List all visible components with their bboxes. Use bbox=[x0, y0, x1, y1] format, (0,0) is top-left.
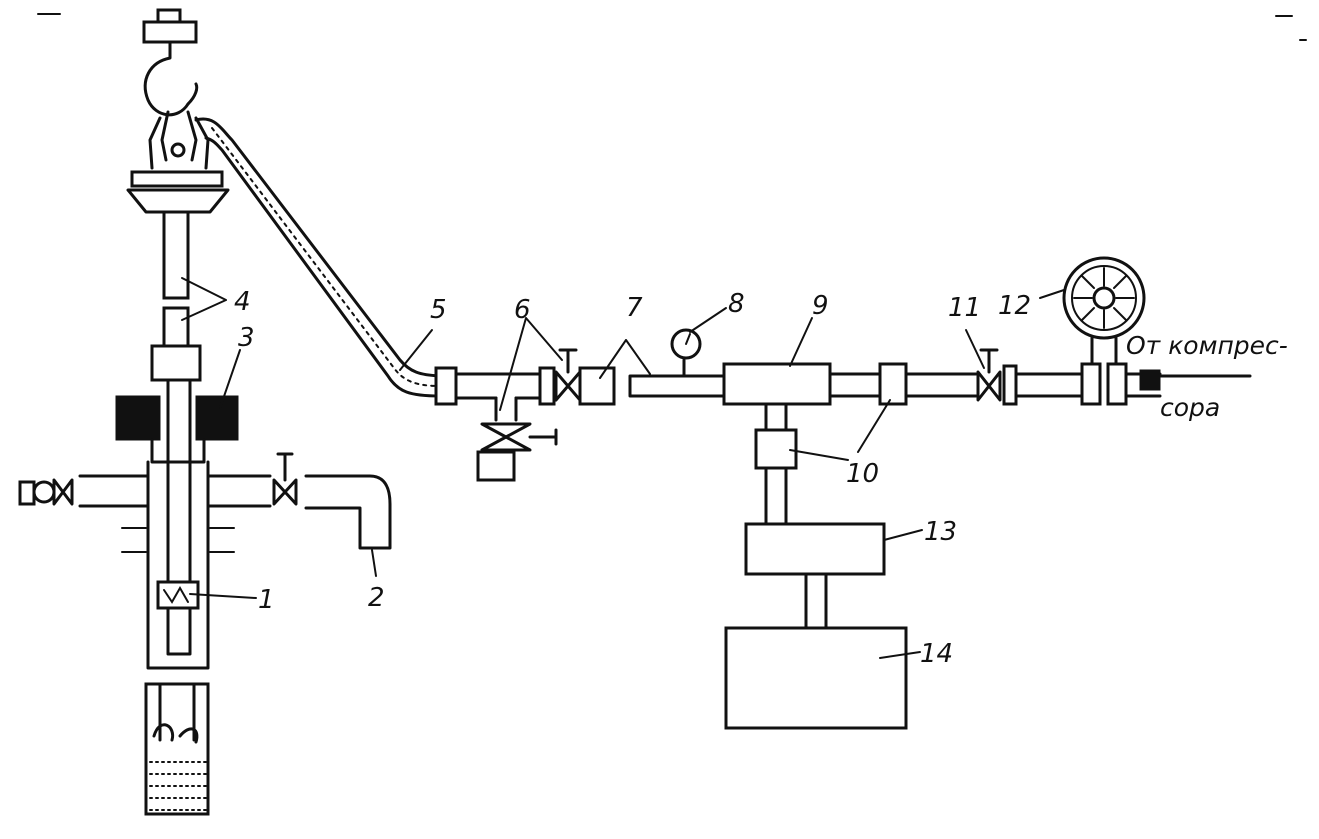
label-11: 11 bbox=[948, 293, 981, 323]
label-2: 2 bbox=[368, 583, 385, 613]
tubing-string bbox=[150, 210, 202, 382]
label-12: 12 bbox=[998, 291, 1031, 321]
leader-lines bbox=[181, 277, 1065, 659]
label-9: 9 bbox=[812, 291, 829, 321]
caption-line-2: сора bbox=[1160, 393, 1220, 422]
separator-unit bbox=[722, 348, 1252, 406]
label-4: 4 bbox=[234, 287, 251, 317]
stray-mark bbox=[37, 13, 1307, 41]
fan-symbol bbox=[1062, 256, 1146, 366]
label-7: 7 bbox=[626, 293, 643, 323]
label-1: 1 bbox=[258, 585, 275, 615]
downhole-section bbox=[144, 682, 210, 816]
wellhead-side-arms bbox=[18, 452, 392, 553]
label-6: 6 bbox=[514, 295, 531, 325]
label-14: 14 bbox=[920, 639, 953, 669]
label-3: 3 bbox=[238, 323, 255, 353]
crane-hook bbox=[126, 8, 230, 214]
label-8: 8 bbox=[728, 289, 745, 319]
wellhead-packer bbox=[115, 395, 239, 464]
vertical-branch bbox=[724, 402, 908, 730]
label-13: 13 bbox=[924, 517, 957, 547]
label-5: 5 bbox=[430, 295, 447, 325]
caption-line-1: От компрес- bbox=[1126, 331, 1288, 360]
surface-manifold bbox=[434, 348, 616, 482]
measurement-pipe bbox=[628, 328, 726, 398]
label-10: 10 bbox=[846, 459, 879, 489]
flexible-hose bbox=[194, 117, 442, 398]
